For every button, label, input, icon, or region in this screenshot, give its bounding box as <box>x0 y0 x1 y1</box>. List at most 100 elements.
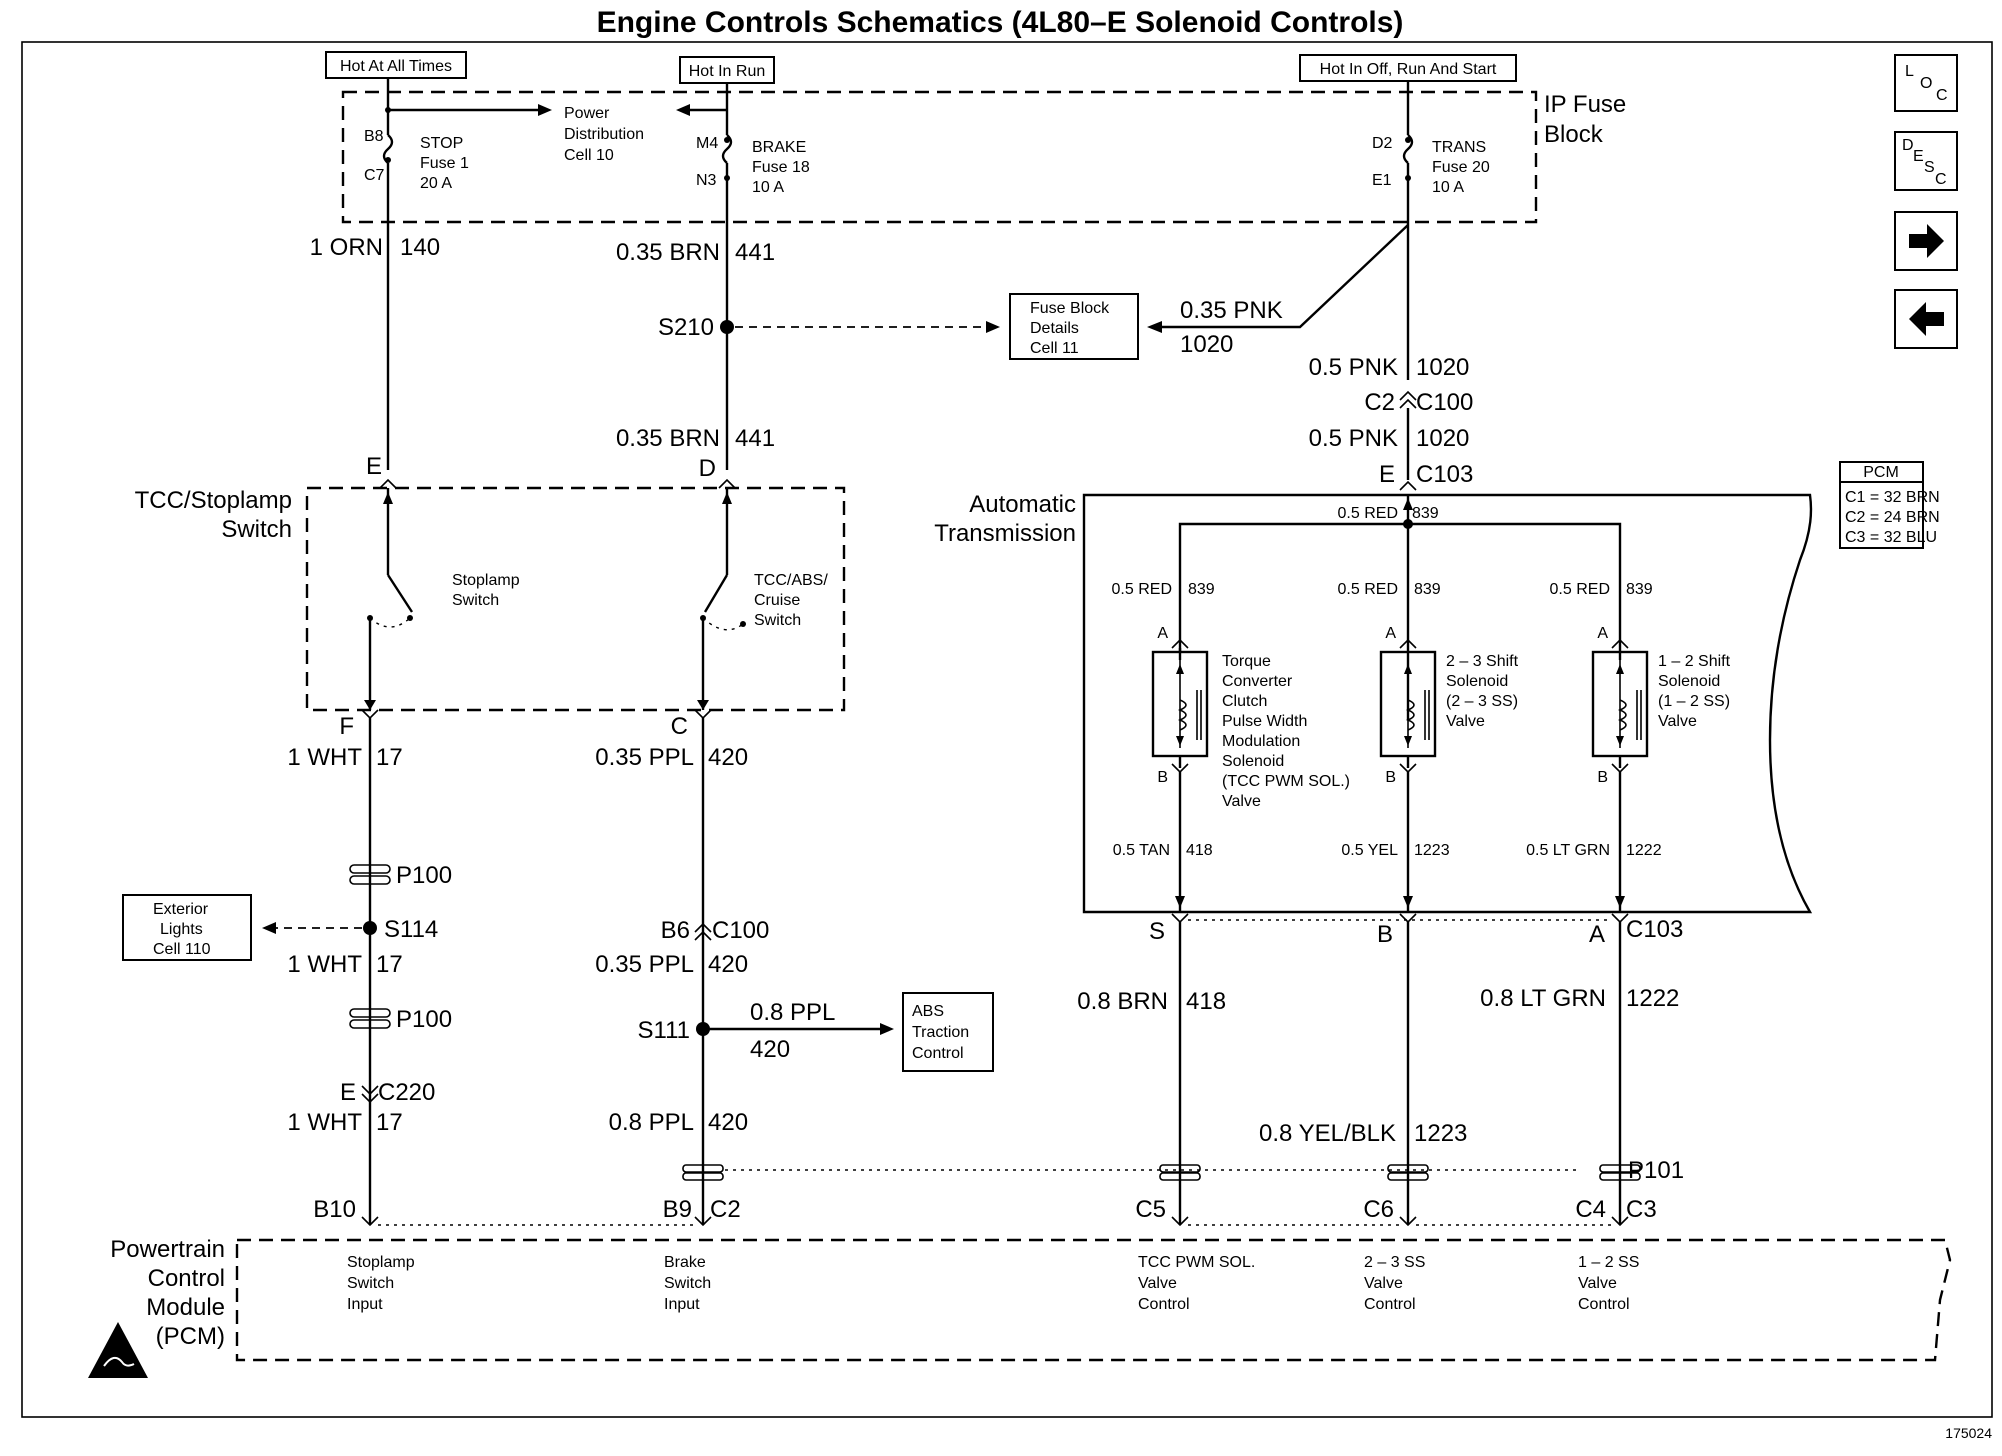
tcc-abs-switch-label-3: Switch <box>754 612 801 629</box>
wire-17a-circuit: 17 <box>376 744 403 771</box>
svg-text:Details: Details <box>1030 320 1079 337</box>
pcm-pin-c4: C4 <box>1575 1196 1606 1223</box>
wire-1020b-gauge: 0.5 PNK <box>1309 354 1398 381</box>
wire-1222-gauge: 0.8 LT GRN <box>1480 985 1606 1012</box>
svg-text:B: B <box>1385 769 1396 786</box>
tcc-switch-label-2: Switch <box>221 516 292 543</box>
pcm-input-ss23-3: Control <box>1364 1296 1416 1313</box>
c103-pin-a: A <box>1589 921 1605 948</box>
wire-420-abs-circuit: 420 <box>750 1036 790 1063</box>
left-arrow-icon <box>1909 302 1944 336</box>
stop-fuse-top-pin: B8 <box>364 128 384 145</box>
pcm-input-brake-1: Brake <box>664 1254 706 1271</box>
pcm-label-2: Control <box>148 1265 225 1292</box>
wire-441b-gauge: 0.35 BRN <box>616 425 720 452</box>
desc-button[interactable]: D E S C <box>1894 131 1958 191</box>
wire-1020c-gauge: 0.5 PNK <box>1309 425 1398 452</box>
solenoid-coil-icon <box>1177 699 1187 731</box>
pcm-connector-c3: C3 <box>1626 1196 1657 1223</box>
page-title: Engine Controls Schematics (4L80–E Solen… <box>597 6 1404 39</box>
ss23-solenoid-text-3: (2 – 3 SS) <box>1446 693 1518 710</box>
connector-c100a-label: C100 <box>1416 389 1473 416</box>
wire-17b-circuit: 17 <box>376 951 403 978</box>
wire-441a-circuit: 441 <box>735 239 775 266</box>
brake-fuse-name: BRAKE <box>752 139 806 156</box>
hot-in-run-tag: Hot In Run <box>679 56 775 84</box>
connector-p101-icon-brake <box>682 1164 724 1181</box>
stop-fuse-number: Fuse 1 <box>420 155 469 172</box>
solenoid-coil-icon <box>1617 699 1627 731</box>
trans-fuse-bottom-pin: E1 <box>1372 172 1392 189</box>
svg-text:Fuse Block: Fuse Block <box>1030 300 1110 317</box>
tcc-abs-cruise-switch-icon <box>703 574 729 613</box>
wire-420b-gauge: 0.35 PPL <box>595 951 694 978</box>
connector-c100b-icon <box>694 922 712 941</box>
wire-418-internal-circuit: 418 <box>1186 842 1213 859</box>
pcm-input-stoplamp-1: Stoplamp <box>347 1254 415 1271</box>
connector-c100b-label: C100 <box>712 917 769 944</box>
connector-c103b-label: C103 <box>1626 916 1683 943</box>
svg-text:Hot In Run: Hot In Run <box>689 63 765 80</box>
wire-140-gauge: 1 ORN <box>310 234 383 261</box>
ss23-solenoid-text-4: Valve <box>1446 713 1485 730</box>
pcm-input-brake-3: Input <box>664 1296 700 1313</box>
pcm-input-tcc-3: Control <box>1138 1296 1190 1313</box>
wire-418-internal-gauge: 0.5 TAN <box>1113 842 1170 859</box>
tcc-solenoid-text-5: Modulation <box>1222 733 1300 750</box>
solenoid-coil-icon <box>1405 699 1415 731</box>
ss23-solenoid-text-2: Solenoid <box>1446 673 1508 690</box>
wire-839-gauge: 0.5 RED <box>1338 505 1398 522</box>
automatic-transmission-label-1: Automatic <box>969 491 1076 518</box>
wire-17a-gauge: 1 WHT <box>287 744 362 771</box>
wire-1020a-gauge: 0.35 PNK <box>1180 297 1283 324</box>
ip-fuse-block-label-1: IP Fuse <box>1544 91 1626 118</box>
wire-420a-gauge: 0.35 PPL <box>595 744 694 771</box>
hot-in-off-run-start-tag: Hot In Off, Run And Start <box>1299 54 1517 82</box>
pcm-connector-c2: C2 <box>710 1196 741 1223</box>
prev-page-button[interactable] <box>1894 289 1958 349</box>
ip-fuse-block-label-2: Block <box>1544 121 1604 148</box>
next-page-button[interactable] <box>1894 211 1958 271</box>
pcm-pin-b9: B9 <box>663 1196 692 1223</box>
tcc-solenoid-text-2: Converter <box>1222 673 1293 690</box>
power-distribution-label-3: Cell 10 <box>564 147 614 164</box>
brake-fuse-bottom-pin: N3 <box>696 172 717 189</box>
connector-p100b-label: P100 <box>396 1006 452 1033</box>
power-distribution-label-2: Distribution <box>564 126 644 143</box>
wire-17c-gauge: 1 WHT <box>287 1109 362 1136</box>
ip-fuse-block-box <box>341 90 1538 224</box>
wire-839c-circuit: 839 <box>1626 581 1653 598</box>
wire-441b-circuit: 441 <box>735 425 775 452</box>
diagram-frame <box>21 41 1993 1418</box>
svg-text:S: S <box>1924 159 1935 176</box>
svg-text:Cell 110: Cell 110 <box>153 941 211 958</box>
pcm-label-4: (PCM) <box>156 1323 225 1350</box>
wire-839a-circuit: 839 <box>1188 581 1215 598</box>
tcc-pwm-solenoid: A B <box>1151 625 1209 786</box>
pcm-input-stoplamp-3: Input <box>347 1296 383 1313</box>
wire-839b-circuit: 839 <box>1414 581 1441 598</box>
trans-fuse-rating: 10 A <box>1432 179 1464 196</box>
wire-1223-internal-gauge: 0.5 YEL <box>1341 842 1398 859</box>
wire-1223-internal-circuit: 1223 <box>1414 842 1450 859</box>
power-distribution-label-1: Power <box>564 105 610 122</box>
loc-button[interactable]: L O C <box>1894 54 1958 112</box>
wire-420c-circuit: 420 <box>708 1109 748 1136</box>
c103-pin-b: B <box>1377 921 1393 948</box>
connector-c103-top-icon <box>1399 480 1417 491</box>
ss12-solenoid-text-2: Solenoid <box>1658 673 1720 690</box>
svg-text:Hot At All Times: Hot At All Times <box>340 58 452 75</box>
tcc-solenoid-text-7: (TCC PWM SOL.) <box>1222 773 1350 790</box>
shift-solenoid-1-2: A B <box>1591 625 1649 786</box>
wire-1222-circuit: 1222 <box>1626 985 1679 1012</box>
wire-420a-circuit: 420 <box>708 744 748 771</box>
svg-text:D: D <box>1902 137 1914 154</box>
connector-p100a-label: P100 <box>396 862 452 889</box>
wire-1020a-circuit: 1020 <box>1180 331 1233 358</box>
pin-d-label: D <box>699 455 716 482</box>
stop-fuse-icon <box>382 134 394 164</box>
splice-s111-label: S111 <box>638 1017 691 1044</box>
shift-solenoid-2-3: A B <box>1379 625 1437 786</box>
connector-c103-pin-e: E <box>1379 461 1395 488</box>
